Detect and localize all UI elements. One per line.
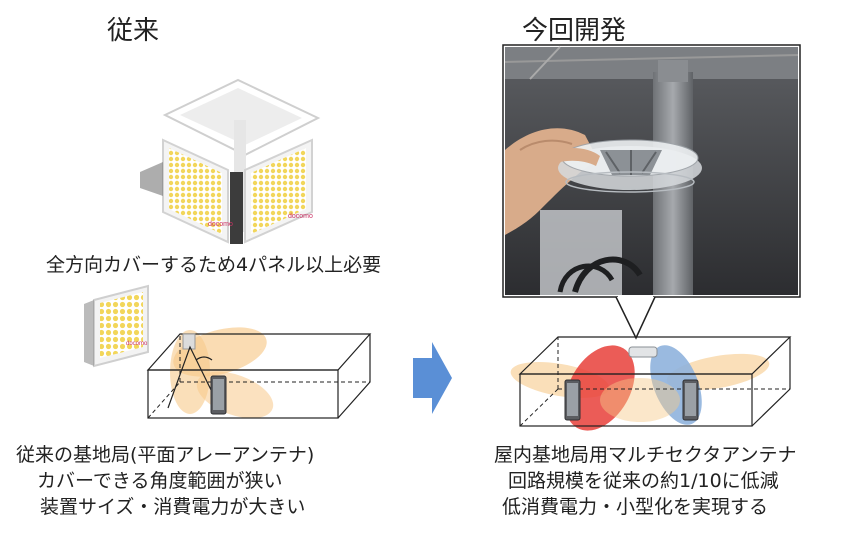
callout-pointer	[615, 296, 656, 340]
panel-logo: docomo	[208, 221, 233, 228]
right-arrow-icon	[413, 342, 452, 414]
left-line-2: カバーできる角度範囲が狭い	[37, 470, 283, 492]
beam-lobe	[600, 378, 680, 422]
multi-sector-room	[510, 336, 792, 431]
left-line-1: 従来の基地局(平面アレーアンテナ)	[16, 444, 315, 466]
right-heading: 今回開発	[522, 16, 627, 46]
four-panel-antenna-cube: docomo docomo	[140, 78, 321, 244]
antenna-photo	[502, 44, 801, 298]
multi-sector-antenna-unit	[628, 346, 658, 358]
left-heading: 従来	[107, 16, 160, 46]
panel-logo: docomo	[126, 341, 148, 347]
beam-lobe-red	[565, 345, 635, 431]
right-line-2: 回路規模を従来の約1/10に低減	[508, 470, 779, 492]
left-line-3: 装置サイズ・消費電力が大きい	[40, 496, 306, 518]
right-line-3: 低消費電力・小型化を実現する	[502, 496, 769, 518]
conventional-flat-panel: docomo	[84, 284, 149, 368]
four-panel-caption: 全方向カバーするため4パネル以上必要	[46, 254, 382, 276]
right-line-1: 屋内基地局用マルチセクタアンテナ	[494, 444, 797, 466]
panel-element-array	[169, 148, 222, 234]
base-station-unit	[182, 333, 196, 350]
panel-element-array	[251, 148, 306, 234]
panel-logo: docomo	[288, 213, 313, 220]
conventional-room	[146, 327, 372, 419]
